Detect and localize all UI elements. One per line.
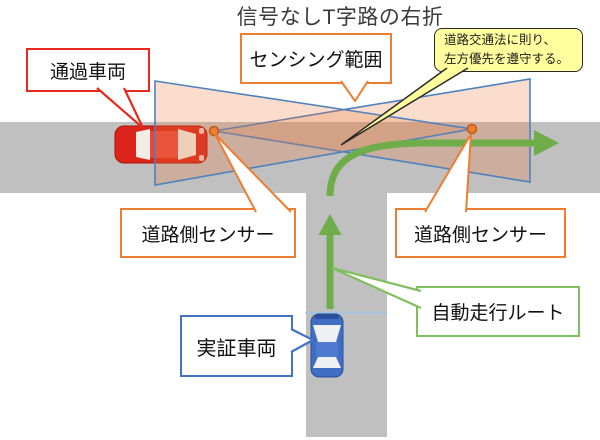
label-auto-route-text: 自動走行ルート [431, 303, 565, 324]
test-vehicle-car [310, 313, 344, 378]
rear-window [136, 129, 150, 160]
windshield [178, 129, 196, 160]
traffic-law-note-line2: 左方優先を遵守する。 [444, 52, 570, 66]
traffic-law-note: 道路交通法に則り、 左方優先を遵守する。 [434, 28, 583, 72]
label-passing-vehicle-text: 通過車両 [49, 61, 126, 83]
label-sensing-range-text: センシング範囲 [249, 50, 383, 71]
label-roadside-sensor-left-text: 道路側センサー [141, 224, 275, 246]
roadside-sensor-dot-left [208, 125, 220, 137]
label-roadside-sensor-right-text: 道路側センサー [413, 224, 547, 246]
roadside-sensor-dot-right [466, 123, 478, 135]
label-sensing-range: センシング範囲 [240, 33, 392, 84]
rear-window [313, 357, 341, 368]
label-auto-route: 自動走行ルート [416, 286, 580, 337]
horizontal-road [0, 122, 600, 193]
label-passing-vehicle: 通過車両 [26, 48, 150, 92]
label-roadside-sensor-left: 道路側センサー [120, 208, 296, 258]
page-title: 信号なしT字路の右折 [236, 6, 444, 29]
label-roadside-sensor-right: 道路側センサー [395, 208, 566, 258]
windshield [313, 325, 341, 342]
label-test-vehicle-text: 実証車両 [196, 337, 277, 360]
route-arrowhead-up [318, 214, 342, 235]
label-test-vehicle: 実証車両 [180, 315, 293, 377]
traffic-law-note-line1: 道路交通法に則り、 [444, 32, 557, 47]
route-arrowhead-right [534, 130, 559, 156]
